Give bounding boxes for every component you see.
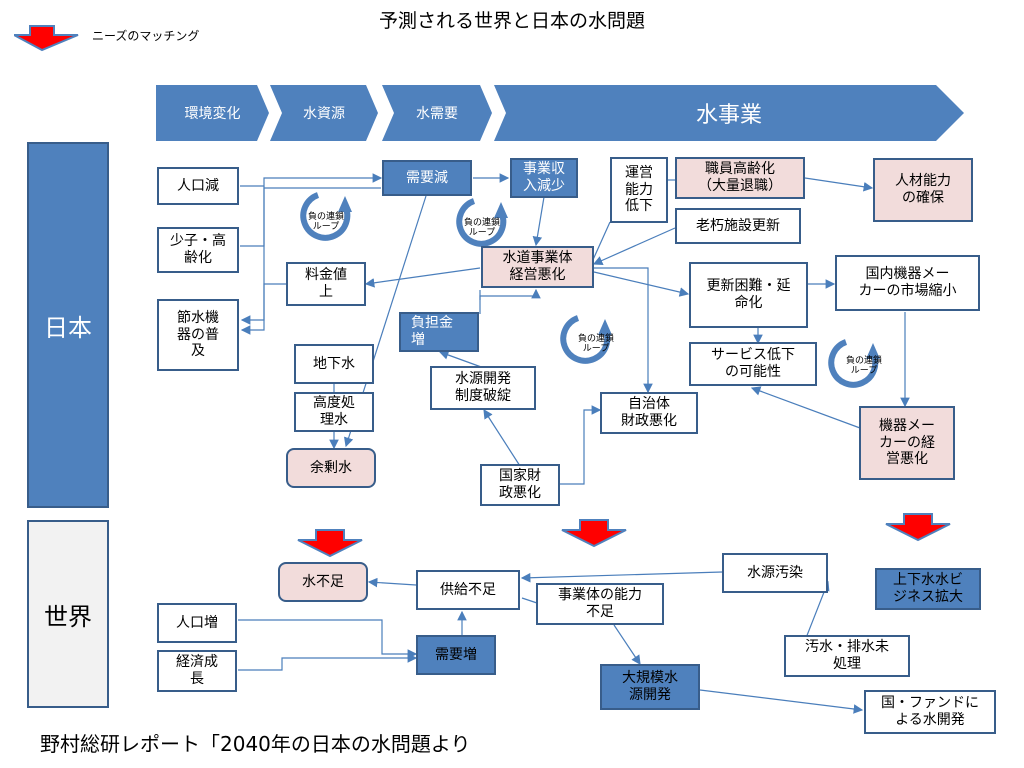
node-price-increase: 料金値 上 [286, 262, 366, 306]
loop-label-4: 負の連鎖 ループ [845, 356, 882, 377]
node-burden-increase: 負担金 増 [399, 312, 479, 352]
node-source-pollution: 水源汚染 [722, 553, 828, 593]
node-service-decline: サービス低下 の可能性 [689, 342, 817, 386]
node-national-finance: 国家財 政悪化 [480, 464, 560, 506]
node-population-increase: 人口増 [157, 603, 237, 643]
node-sewage-untreated: 汚水・排水未 処理 [784, 635, 910, 677]
node-hr-capacity: 人材能力 の確保 [873, 158, 973, 222]
node-utility-capacity-shortage: 事業体の能力 不足 [536, 583, 664, 625]
node-demand-increase: 需要増 [416, 635, 496, 675]
loop-label-1: 負の連鎖 ループ [307, 212, 344, 233]
red-down-arrows [297, 513, 951, 558]
stage-water-resources: 水資源 [270, 85, 378, 141]
node-water-business-expansion: 上下水水ビ ジネス拡大 [875, 568, 981, 610]
node-national-fund-dev: 国・ファンドに よる水開発 [864, 690, 996, 734]
node-renewal-difficulty: 更新困難・延 命化 [689, 262, 808, 328]
stage-water-demand: 水需要 [382, 85, 492, 141]
node-demand-decline: 需要減 [382, 160, 472, 196]
node-ops-shortage: 運営 能力 低下 [610, 157, 668, 223]
node-utility-deterioration: 水道事業体 経営悪化 [481, 246, 594, 288]
node-water-shortage: 水不足 [278, 562, 368, 602]
node-aging-facilities: 老朽施設更新 [675, 208, 801, 244]
node-staff-aging: 職員高齢化 （大量退職） [675, 157, 805, 199]
stage-water-business: 水事業 [494, 85, 964, 141]
node-domestic-market-shrink: 国内機器メー カーの市場縮小 [835, 255, 980, 311]
node-advanced-treatment: 高度処 理水 [294, 392, 374, 432]
red-down-arrow-icon [14, 25, 79, 52]
source-footer: 野村総研レポート「2040年の日本の水問題より [40, 732, 471, 756]
node-source-dev-breakdown: 水源開発 制度破綻 [430, 366, 536, 410]
node-large-source-dev: 大規模水 源開発 [600, 664, 700, 710]
node-groundwater: 地下水 [294, 344, 374, 384]
loop-label-2: 負の連鎖 ループ [463, 218, 500, 239]
region-world: 世界 [27, 520, 109, 708]
node-aging: 少子・高 齢化 [157, 227, 239, 273]
node-revenue-decline: 事業収 入減少 [510, 158, 578, 198]
node-surplus-water: 余剰水 [286, 448, 376, 488]
page-title: 予測される世界と日本の水問題 [378, 10, 645, 32]
node-water-saving: 節水機 器の普 及 [157, 299, 239, 371]
node-population-decline: 人口減 [157, 167, 239, 205]
node-maker-deterioration: 機器メー カーの経 営悪化 [859, 406, 955, 480]
node-local-gov-finance: 自治体 財政悪化 [600, 392, 698, 434]
region-japan: 日本 [27, 142, 109, 508]
node-economic-growth: 経済成 長 [157, 650, 237, 692]
legend-label: ニーズのマッチング [92, 29, 200, 43]
loop-label-3: 負の連鎖 ループ [577, 334, 614, 355]
stage-environment: 環境変化 [156, 85, 269, 141]
node-supply-shortage: 供給不足 [416, 570, 520, 610]
